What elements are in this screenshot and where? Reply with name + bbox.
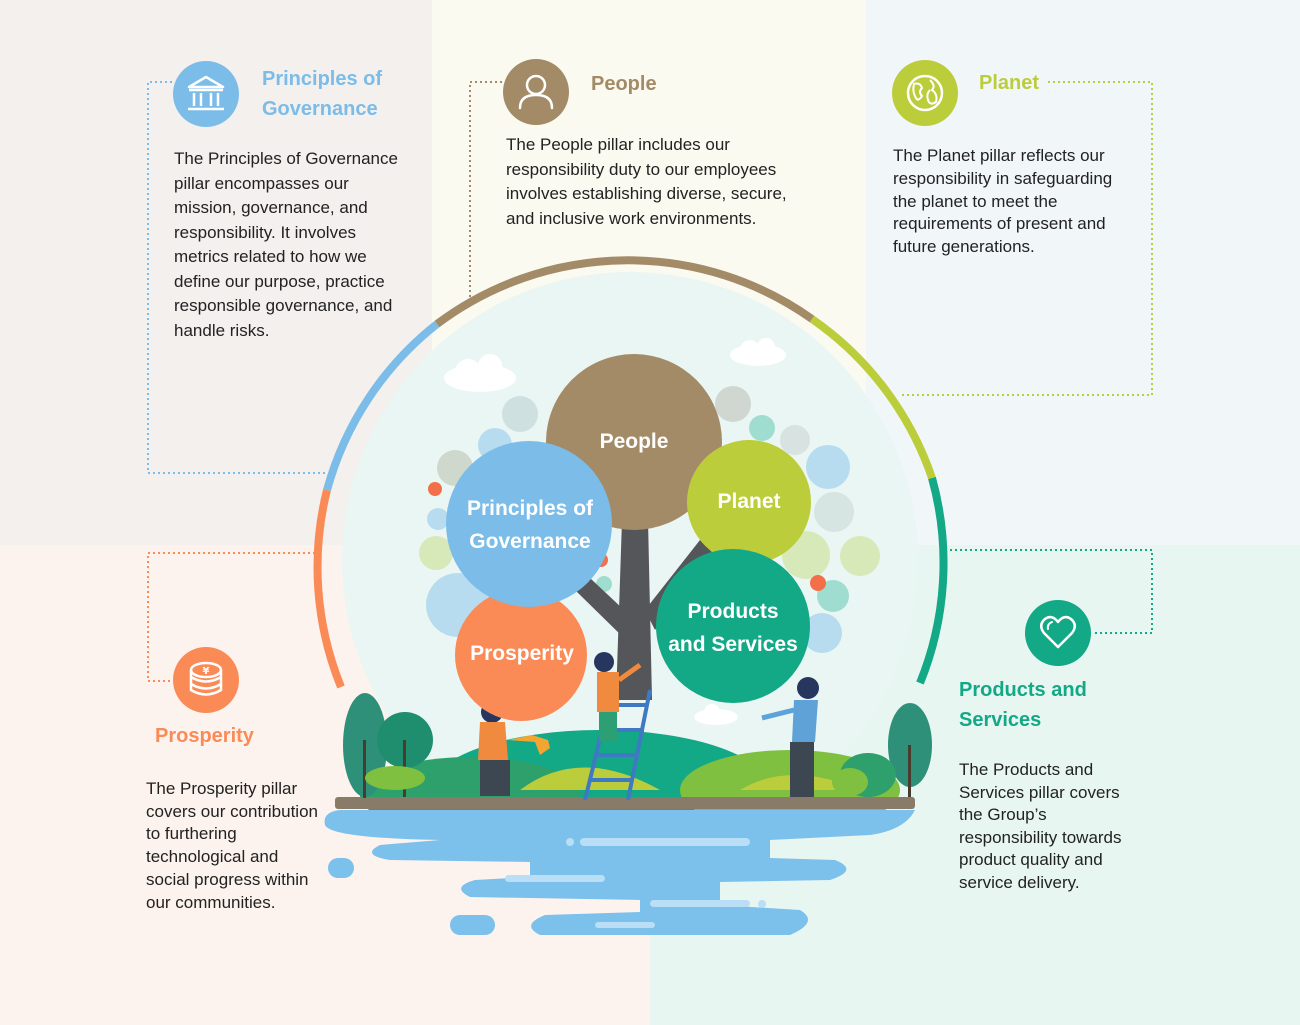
governance-bubble-label: Principles of Governance [452, 492, 608, 558]
people-bubble-label: People [599, 430, 669, 453]
water-highlights [505, 838, 766, 928]
governance-description: The Principles of Governance pillar enco… [174, 149, 398, 340]
svg-text:¥: ¥ [203, 666, 210, 677]
planet-bubble-label: Planet [717, 490, 781, 513]
water-pool [324, 810, 916, 935]
products-bubble-label: Products and Services [660, 595, 806, 661]
products-title-line2: Services [959, 709, 1042, 731]
products-description: The Products and Services pillar covers … [959, 760, 1122, 892]
prosperity-icon-circle: ¥ [173, 647, 239, 713]
ladder-figure [583, 652, 652, 801]
governance-bubble-line1: Principles of [466, 497, 594, 520]
globe-icon [906, 74, 944, 112]
products-bubble-line2: and Services [668, 633, 798, 656]
right-trees [832, 703, 932, 797]
heart-icon [1040, 615, 1076, 649]
products-title-line1: Products and [959, 679, 1087, 701]
people-title: People [591, 73, 657, 95]
ground [335, 797, 915, 809]
products-title: Products and Services [959, 675, 1087, 735]
planet-bubble [687, 440, 811, 564]
governance-bubble [446, 441, 612, 607]
products-bubble [656, 549, 810, 703]
prosperity-bubble [455, 589, 587, 721]
left-trees [343, 693, 433, 798]
governance-icon-circle [173, 61, 239, 127]
yen-coins-icon: ¥ [189, 661, 223, 696]
person-icon [518, 74, 554, 110]
governance-bubble-line2: Governance [469, 530, 591, 553]
clouds [444, 338, 786, 725]
planet-icon-circle [892, 60, 958, 126]
planet-description: The Planet pillar reflects our responsib… [893, 146, 1113, 257]
people-icon-circle [503, 59, 569, 125]
planet-title: Planet [979, 72, 1040, 94]
pillar-arc [313, 256, 948, 689]
prosperity-title: Prosperity [155, 725, 254, 747]
people-description: The People pillar includes our responsib… [506, 135, 787, 228]
catching-figure [761, 677, 819, 797]
governance-title-line2: Governance [262, 98, 378, 120]
governance-title-line1: Principles of [262, 68, 383, 90]
prosperity-bubble-label: Prosperity [470, 642, 574, 665]
bank-building-icon [187, 75, 225, 111]
products-bubble-line1: Products [687, 600, 779, 623]
products-icon-circle [1025, 600, 1091, 666]
governance-title: Principles of Governance [262, 64, 382, 124]
prosperity-description: The Prosperity pillar covers our contrib… [146, 779, 318, 912]
